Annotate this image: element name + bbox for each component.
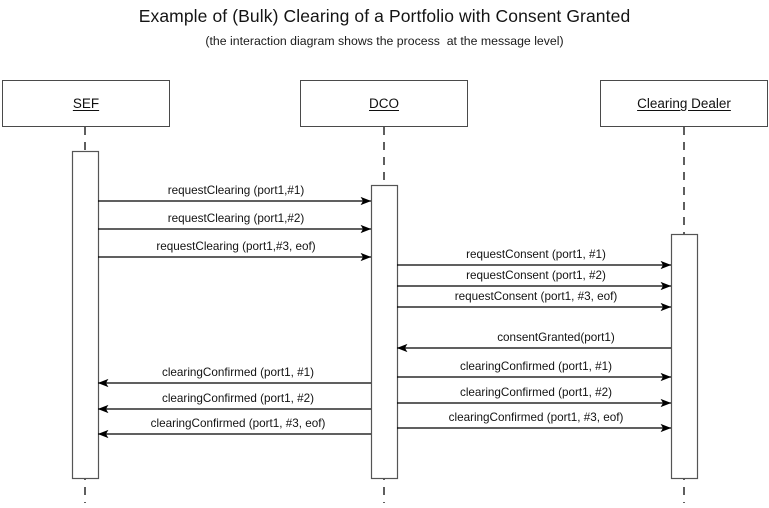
message-label-m8: clearingConfirmed (port1, #1): [161, 366, 315, 379]
actor-label-dco: DCO: [369, 96, 399, 111]
actor-label-sef: SEF: [72, 96, 100, 111]
activation-bar-sef: [71, 150, 100, 480]
actor-box-dco[interactable]: DCO: [300, 80, 468, 127]
message-label-m3: requestClearing (port1,#3, eof): [156, 240, 316, 253]
actor-box-clearing_dealer[interactable]: Clearing Dealer: [600, 80, 768, 127]
message-label-m7: consentGranted(port1): [497, 331, 615, 344]
activation-bar-dco: [370, 184, 399, 480]
message-label-m12: clearingConfirmed (port1, #3, eof): [150, 417, 326, 430]
activation-bars-group: [71, 150, 699, 480]
message-label-m9: clearingConfirmed (port1, #1): [459, 360, 613, 373]
message-label-m5: requestConsent (port1, #2): [466, 269, 606, 282]
actor-label-clearing_dealer: Clearing Dealer: [637, 96, 731, 111]
message-label-m2: requestClearing (port1,#2): [167, 212, 305, 225]
diagram-subtitle: (the interaction diagram shows the proce…: [205, 34, 564, 48]
message-label-m11: clearingConfirmed (port1, #2): [459, 386, 613, 399]
message-label-m10: clearingConfirmed (port1, #2): [161, 392, 315, 405]
activation-bar-clearing_dealer: [670, 233, 699, 480]
actor-box-sef[interactable]: SEF: [2, 80, 170, 127]
message-label-m4: requestConsent (port1, #1): [466, 248, 606, 261]
message-arrows-group: [97, 196, 672, 439]
message-label-m1: requestClearing (port1,#1): [167, 184, 305, 197]
message-label-m13: clearingConfirmed (port1, #3, eof): [448, 411, 624, 424]
diagram-title: Example of (Bulk) Clearing of a Portfoli…: [138, 6, 631, 26]
message-label-m6: requestConsent (port1, #3, eof): [454, 290, 618, 303]
